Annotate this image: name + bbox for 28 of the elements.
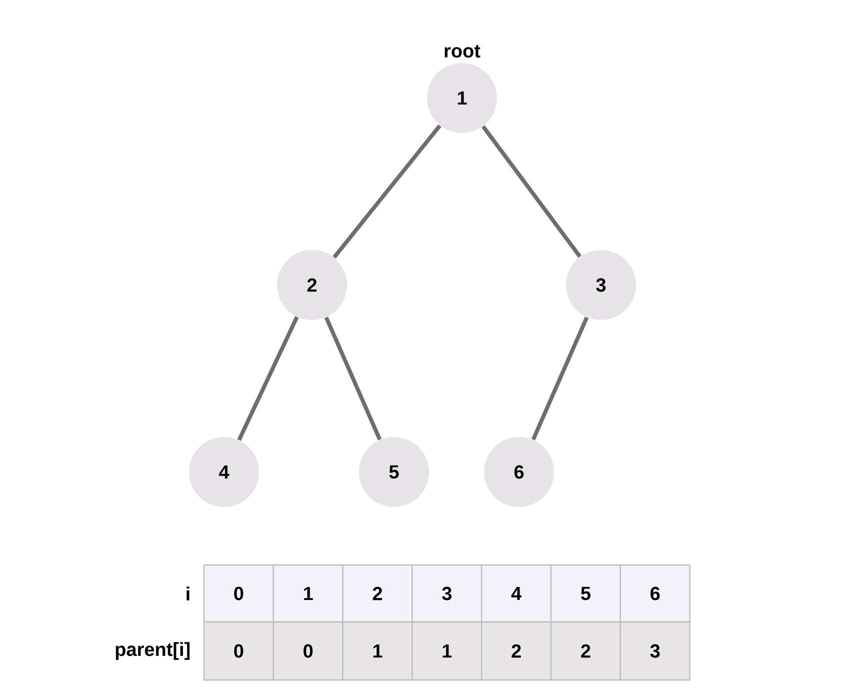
table-cell: 3	[412, 564, 482, 623]
table-cell: 4	[481, 564, 552, 623]
table-cell: 3	[620, 621, 690, 681]
node-caption: root	[444, 45, 480, 58]
table-cell: 1	[272, 564, 344, 623]
table-cell: 6	[620, 564, 690, 623]
tree-node: 4	[189, 437, 259, 507]
table-cell: 2	[342, 564, 413, 623]
tree-node: 3	[566, 250, 636, 320]
table-cell: 2	[481, 621, 552, 681]
table-cell: 2	[550, 621, 621, 681]
table-cell: 0	[203, 621, 274, 681]
tree-edge	[482, 125, 582, 258]
table-cell: 0	[272, 621, 344, 681]
tree-node: 5	[359, 437, 429, 507]
tree-edge	[531, 316, 589, 440]
table-cell: 5	[550, 564, 621, 623]
tree-edge	[332, 124, 442, 259]
tree-node: 1	[427, 63, 497, 133]
row-header: i	[186, 586, 190, 600]
table-cell: 1	[342, 621, 413, 681]
table-cell: 0	[203, 564, 274, 623]
row-header: parent[i]	[116, 642, 190, 660]
tree-edge	[324, 316, 382, 440]
tree-edge	[237, 316, 299, 441]
table-cell: 1	[412, 621, 482, 681]
tree-node: 6	[484, 437, 554, 507]
tree-node: 2	[277, 250, 347, 320]
